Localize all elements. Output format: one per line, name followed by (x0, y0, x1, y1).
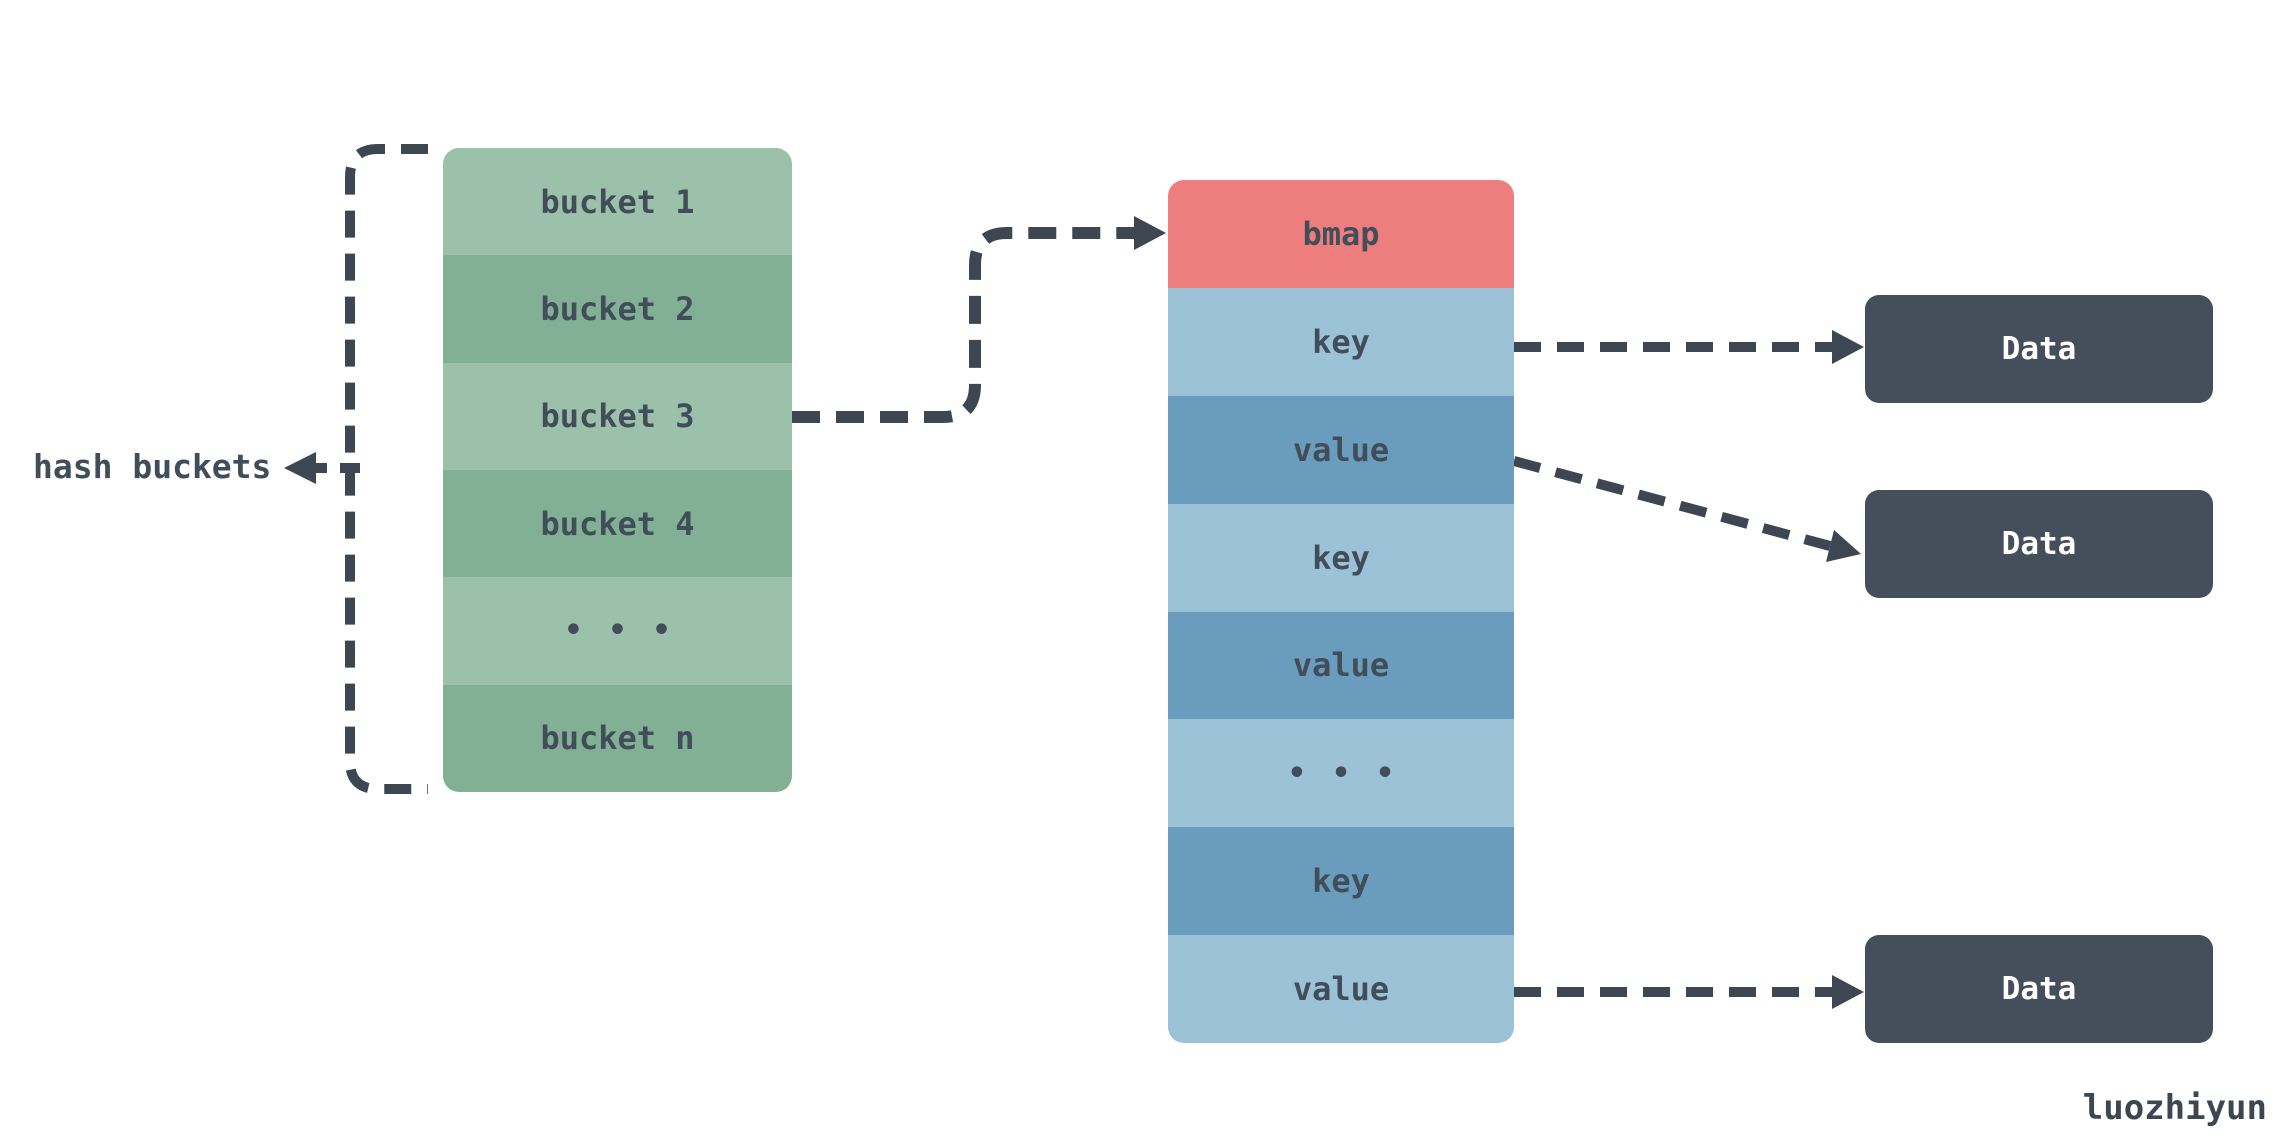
bmap-row: value (1168, 611, 1514, 720)
data-box: Data (1865, 295, 2213, 403)
bucket-row: bucket 2 (443, 255, 792, 363)
bucket-row: bucket 4 (443, 469, 792, 578)
bucket-row: bucket 3 (443, 362, 792, 470)
data-box: Data (1865, 935, 2213, 1043)
value-to-data3-arrow (1514, 975, 1864, 1009)
hash-buckets-bracket (345, 144, 428, 794)
key-to-data1-arrow (1514, 330, 1864, 364)
bmap-row: key (1168, 503, 1514, 612)
value-to-data2-arrow (1512, 456, 1861, 562)
bucket-row: bucket n (443, 684, 792, 792)
bmap-row: key (1168, 287, 1514, 396)
bmap-row: ••• (1168, 719, 1514, 828)
watermark-text: luozhiyun (2082, 1088, 2267, 1128)
bmap-row: value (1168, 395, 1514, 504)
bucket-row: ••• (443, 577, 792, 685)
hash-buckets-label: hash buckets (33, 447, 272, 486)
bmap-row: key (1168, 827, 1514, 936)
bracket-to-label-arrow (284, 452, 360, 484)
bucket3-to-bmap-arrow (792, 216, 1166, 423)
bmap-row: bmap (1168, 180, 1514, 288)
bucket-row: bucket 1 (443, 148, 792, 256)
data-box: Data (1865, 490, 2213, 598)
bmap-row: value (1168, 935, 1514, 1043)
